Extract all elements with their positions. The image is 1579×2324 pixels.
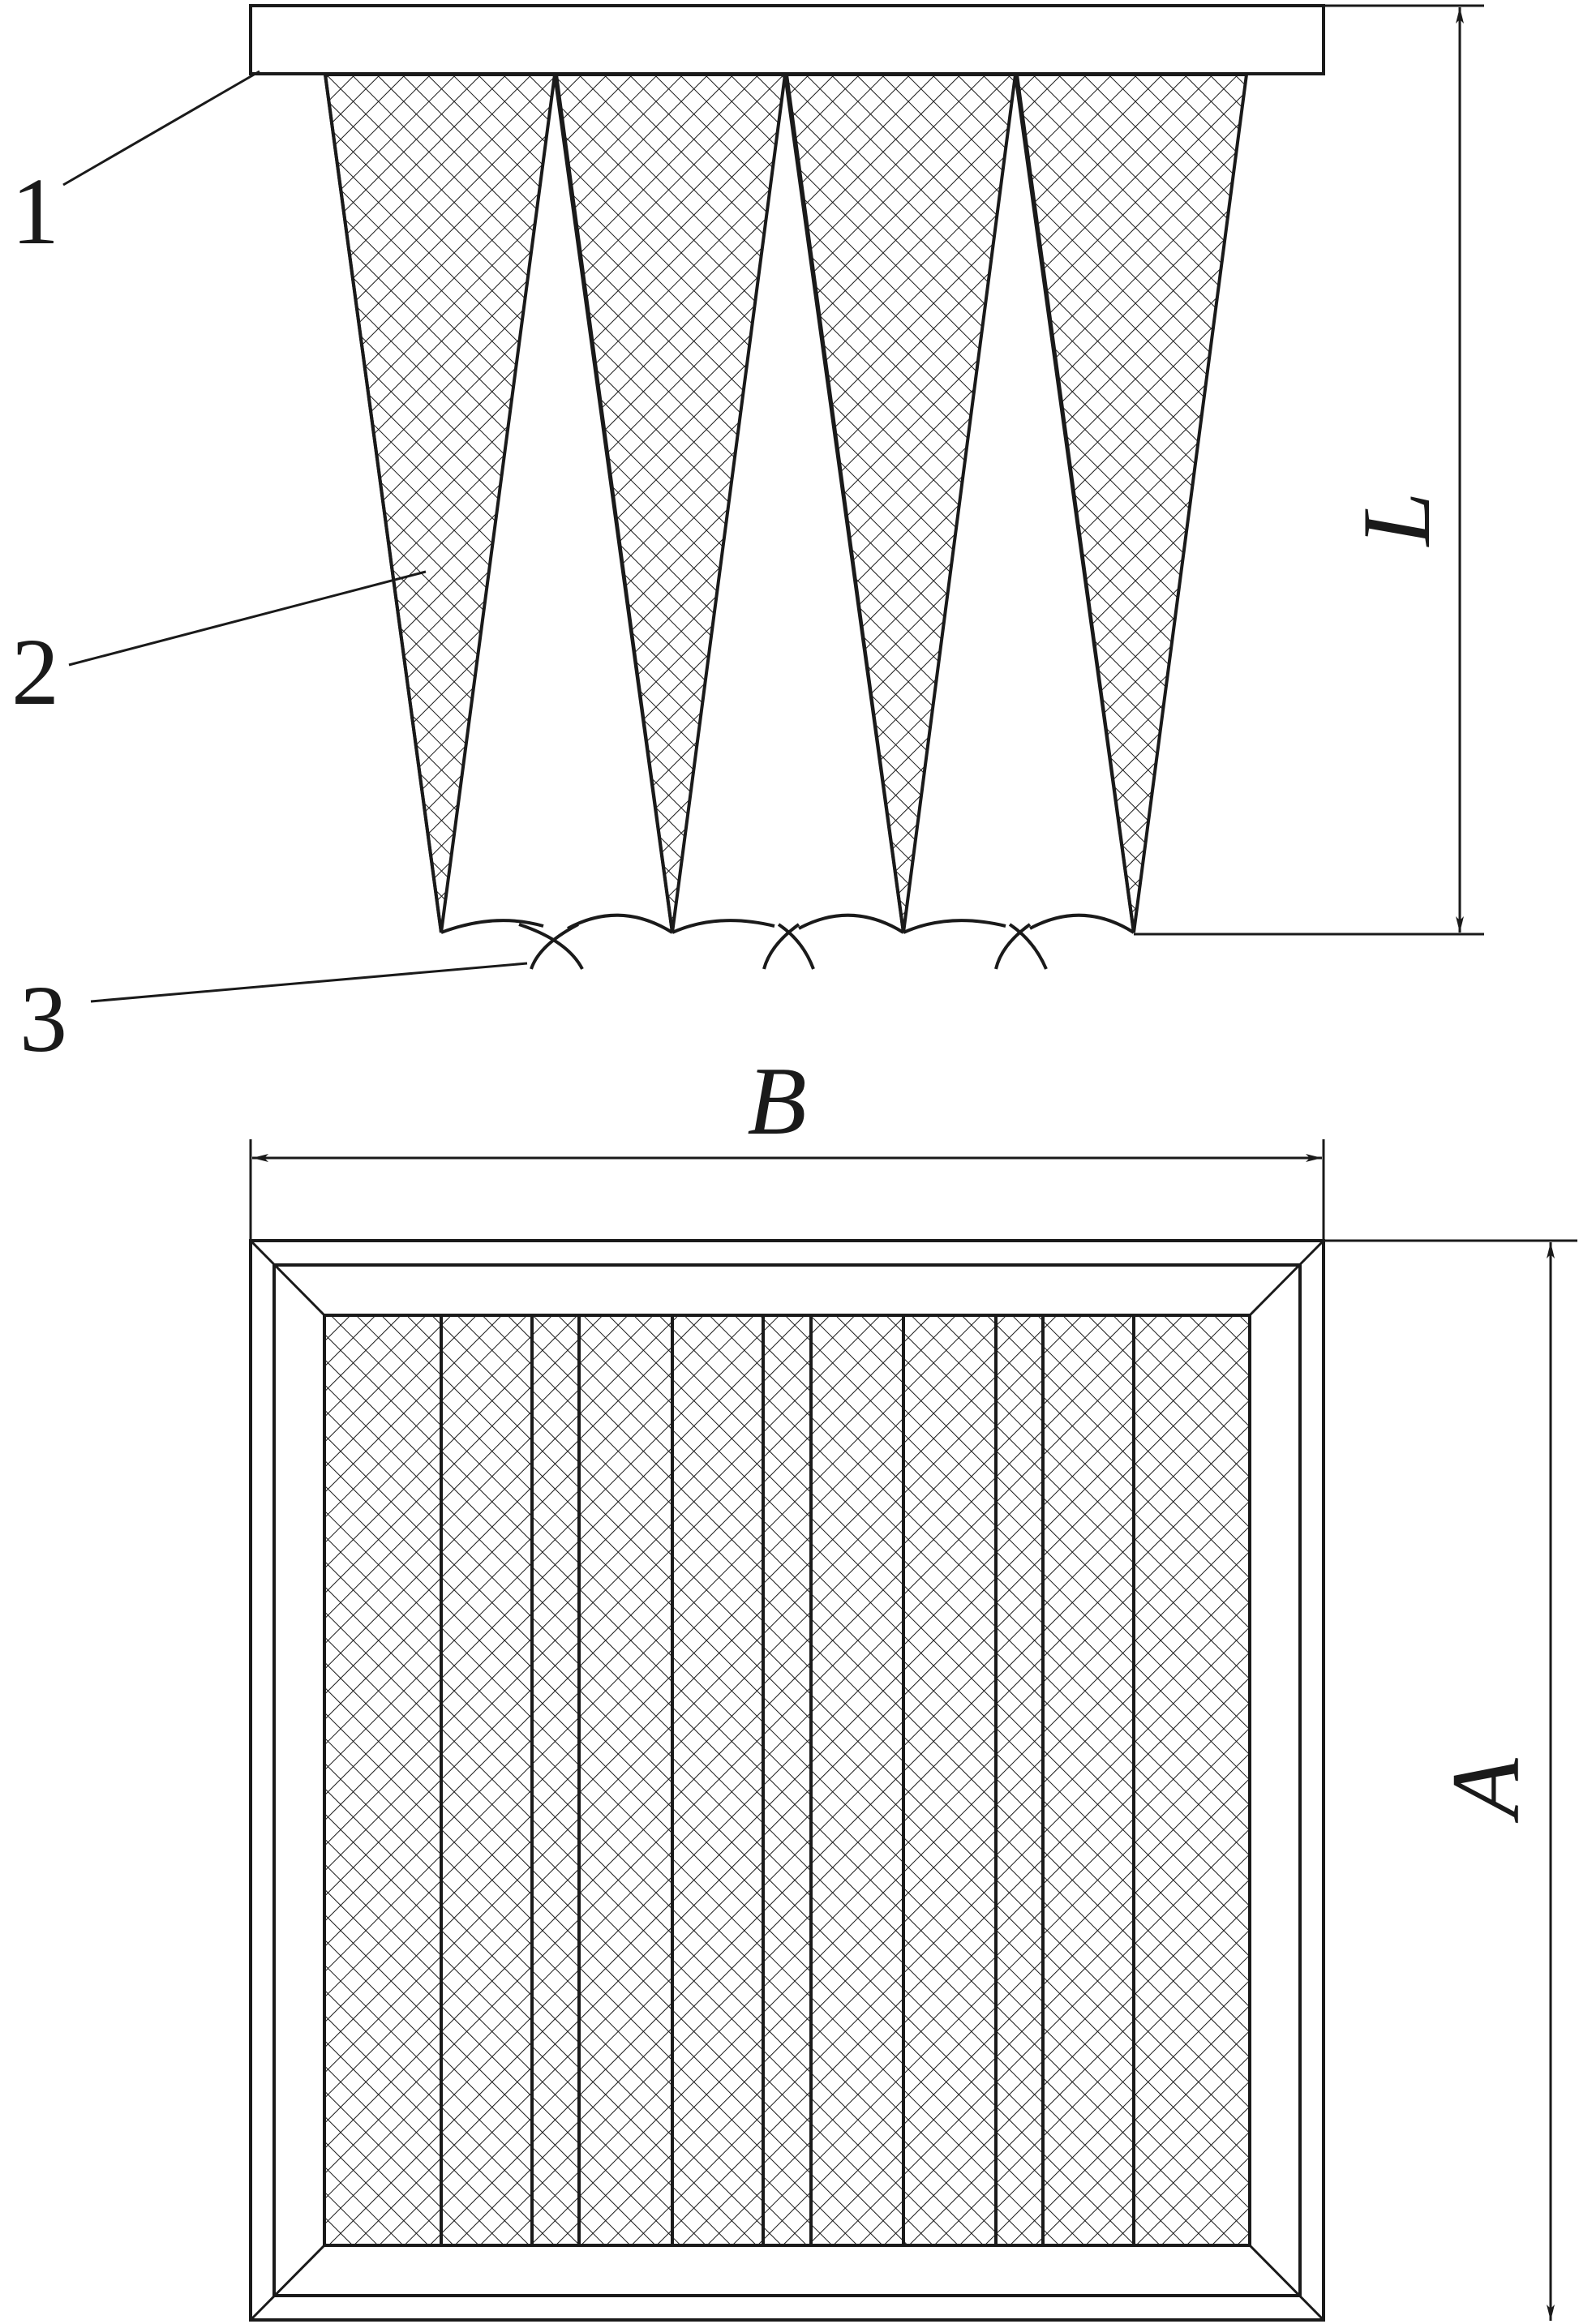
- seam-arc: [440, 919, 544, 934]
- part-label-3: 3: [19, 966, 67, 1072]
- part-label-2: 2: [11, 619, 59, 725]
- seam-arc: [903, 919, 1006, 934]
- pocket-gap: [324, 74, 443, 933]
- seam-arc: [672, 919, 775, 934]
- seam-arc: [1029, 913, 1135, 934]
- frame-corner: [1248, 1239, 1325, 1317]
- dimension-label-b: B: [747, 1047, 806, 1155]
- pocket-dividers: [440, 1315, 1135, 2245]
- filter-face-border: [323, 1314, 1251, 2247]
- front-view: B A: [249, 1047, 1577, 2322]
- pocket-gap: [783, 74, 905, 933]
- part-label-1: 1: [11, 158, 59, 264]
- seam-arc: [567, 913, 674, 934]
- pocket-gap: [553, 74, 674, 933]
- inner-frame: [272, 1263, 1302, 2297]
- filter-mesh-face: [326, 1317, 1248, 2244]
- filter-pockets: [323, 73, 1249, 933]
- pocket-gap: [1014, 74, 1135, 933]
- filter-pocket: [784, 73, 1018, 933]
- frame-corner: [249, 1239, 326, 1317]
- side-view: 1 2 3 L: [11, 4, 1484, 1072]
- frame-corner: [1248, 2244, 1325, 2322]
- outer-frame: [249, 1239, 1325, 2322]
- pocket-seams: [440, 913, 1135, 970]
- seam-arc: [798, 913, 905, 934]
- seam-arc: [762, 923, 800, 970]
- seam-arc: [994, 923, 1032, 970]
- filter-pocket: [1015, 73, 1249, 933]
- leader-line-2: [68, 570, 427, 667]
- frame-corner: [249, 2244, 326, 2322]
- leader-line-3: [90, 962, 528, 1003]
- seam-arc: [518, 923, 584, 970]
- leader-line-1: [62, 70, 260, 187]
- filter-pocket: [554, 73, 787, 933]
- dimension-label-l: L: [1342, 492, 1450, 548]
- seam-arc: [777, 923, 815, 970]
- filter-pocket: [323, 73, 557, 933]
- seam-arc: [1008, 923, 1048, 970]
- dimension-label-a: A: [1431, 1758, 1539, 1824]
- header-frame: [249, 4, 1325, 75]
